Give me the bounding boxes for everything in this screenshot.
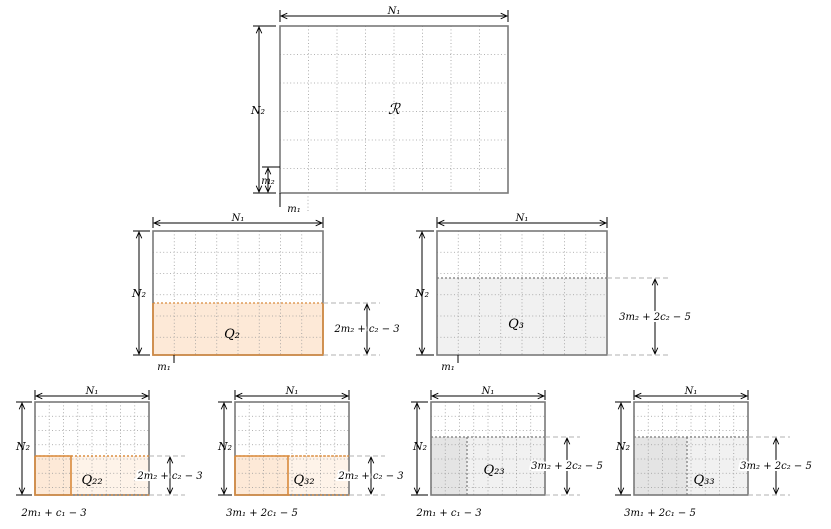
grid-q3 bbox=[437, 231, 607, 355]
label-n2-q33: N₂ bbox=[615, 440, 630, 453]
label-q32: Q₃₂ bbox=[293, 473, 314, 488]
frame-q23 bbox=[430, 401, 546, 496]
label-n2: N₂ bbox=[250, 104, 265, 117]
label-n1-q33: N₁ bbox=[684, 386, 698, 397]
label-q22: Q₂₂ bbox=[81, 473, 102, 488]
label-n1-q3: N₁ bbox=[515, 213, 529, 224]
label-n1-q32: N₁ bbox=[285, 386, 299, 397]
region-r: N₁ N₂ m₂ m₁ ℛ bbox=[250, 6, 509, 215]
label-m2: m₂ bbox=[261, 176, 275, 187]
grid-q2 bbox=[153, 231, 323, 355]
label-q23: Q₂₃ bbox=[483, 463, 504, 478]
label-n2-q2: N₂ bbox=[131, 287, 146, 300]
label-n2-q32: N₂ bbox=[217, 440, 232, 453]
label-w-q23: 2m₁ + c₁ − 3 bbox=[415, 508, 481, 519]
label-n1-q2: N₁ bbox=[231, 213, 245, 224]
frame-r bbox=[279, 25, 509, 194]
region-q3: N₁ N₂ 3m₂ + 2c₂ − 5 m₁ Q₃ bbox=[414, 213, 693, 373]
label-n2-q3: N₂ bbox=[414, 287, 429, 300]
label-m1: m₁ bbox=[287, 204, 301, 215]
region-q23: N₁ N₂ 3m₂ + 2c₂ − 5 Q₂₃ 2m₁ + c₁ − 3 bbox=[411, 386, 605, 519]
label-m1-q3: m₁ bbox=[441, 362, 455, 373]
label-h-q32: 2m₂ + c₂ − 3 bbox=[337, 471, 403, 482]
label-h-q33: 3m₂ + 2c₂ − 5 bbox=[740, 461, 812, 472]
label-n1: N₁ bbox=[387, 6, 401, 17]
region-q2: N₁ N₂ 2m₂ + c₂ − 3 m₁ Q₂ bbox=[131, 213, 402, 373]
frame-q3 bbox=[436, 230, 608, 356]
label-q2: Q₂ bbox=[224, 327, 240, 342]
label-q3: Q₃ bbox=[508, 317, 524, 332]
label-n1-q23: N₁ bbox=[481, 386, 495, 397]
label-r: ℛ bbox=[388, 100, 401, 118]
highlight-q2 bbox=[152, 303, 324, 356]
label-h-q22: 2m₂ + c₂ − 3 bbox=[136, 471, 202, 482]
label-h-q3: 3m₂ + 2c₂ − 5 bbox=[619, 312, 691, 323]
region-q32: N₁ N₂ 2m₂ + c₂ − 3 Q₃₂ 3m₁ + 2c₁ − 5 bbox=[217, 386, 406, 519]
label-w-q33: 3m₁ + 2c₁ − 5 bbox=[624, 508, 696, 519]
region-q22: N₁ N₂ 2m₂ + c₂ − 3 Q₂₂ 2m₁ + c₁ − 3 bbox=[15, 386, 205, 519]
label-w-q22: 2m₁ + c₁ − 3 bbox=[20, 508, 86, 519]
label-n1-q22: N₁ bbox=[85, 386, 99, 397]
label-h-q23: 3m₂ + 2c₂ − 5 bbox=[531, 461, 603, 472]
grid-r bbox=[280, 26, 508, 193]
label-q33: Q₃₃ bbox=[693, 473, 714, 488]
label-n2-q22: N₂ bbox=[15, 440, 30, 453]
label-w-q32: 3m₁ + 2c₁ − 5 bbox=[226, 508, 298, 519]
label-n2-q23: N₂ bbox=[412, 440, 427, 453]
region-q33: N₁ N₂ 3m₂ + 2c₂ − 5 Q₃₃ 3m₁ + 2c₁ − 5 bbox=[615, 386, 814, 519]
label-m1-q2: m₁ bbox=[157, 362, 171, 373]
label-h-q2: 2m₂ + c₂ − 3 bbox=[333, 324, 399, 335]
frame-q33 bbox=[633, 401, 749, 496]
